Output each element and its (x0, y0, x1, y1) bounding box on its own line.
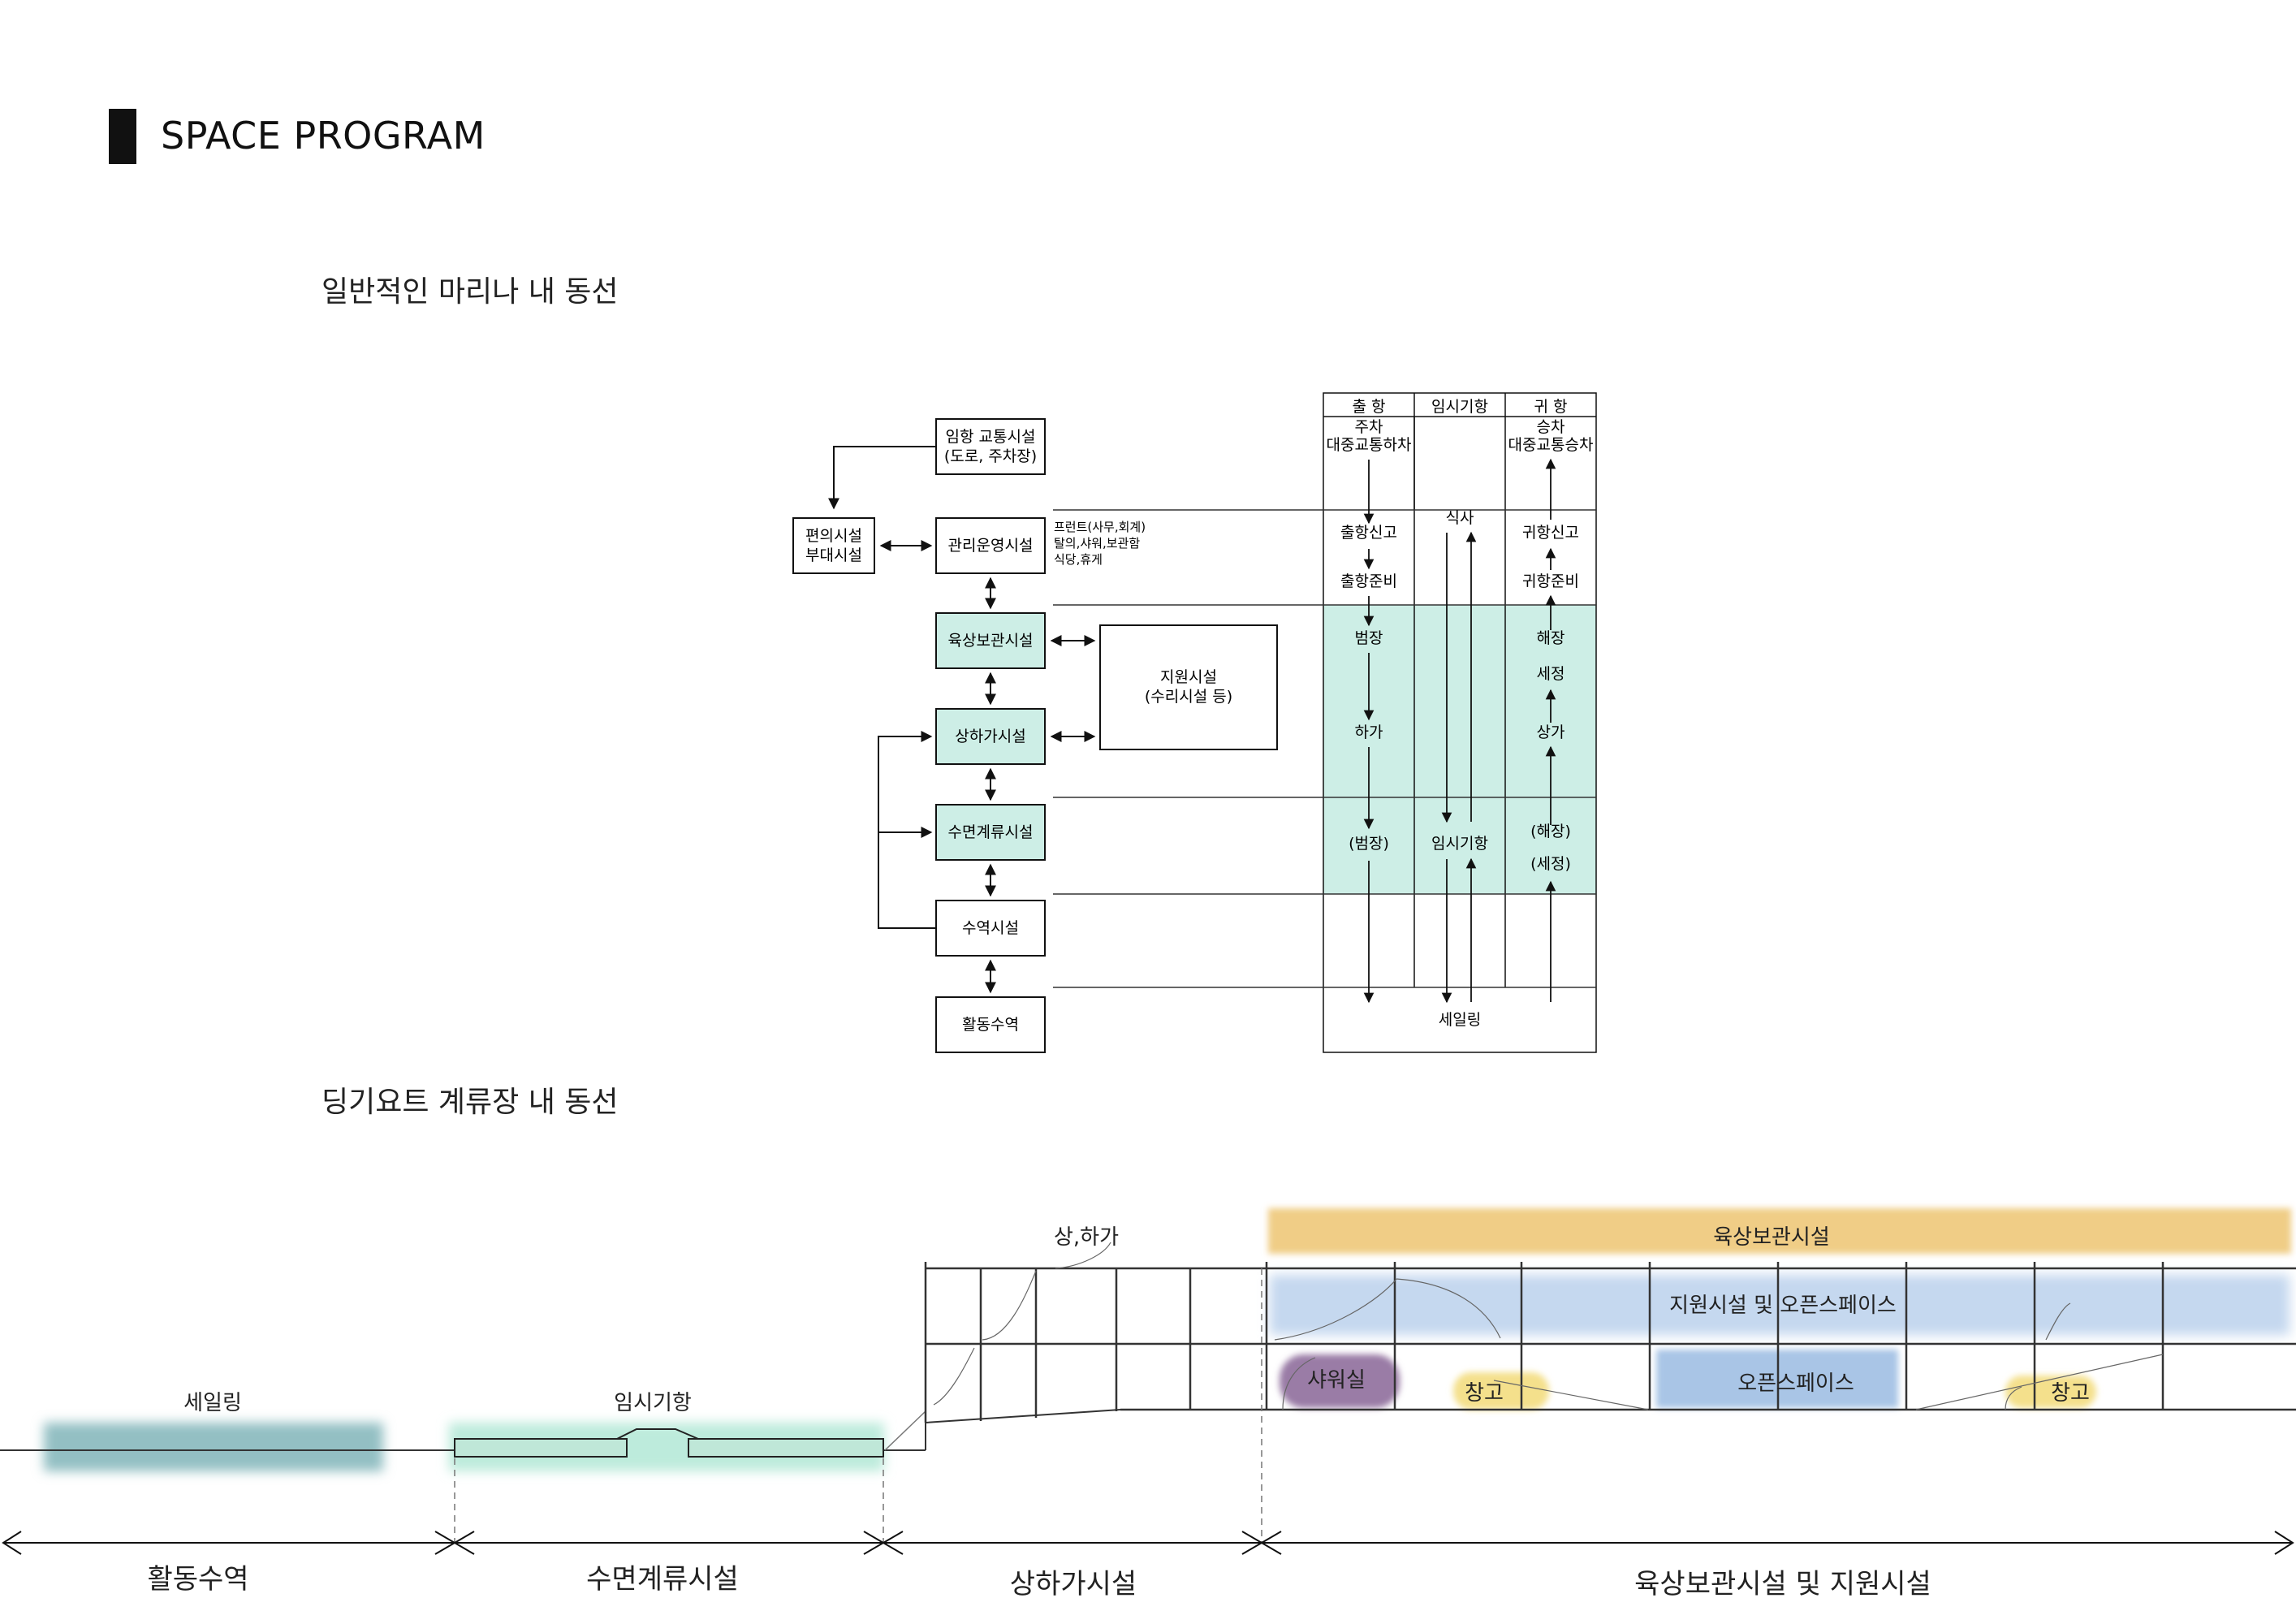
box-storage (935, 612, 1046, 669)
ret-unrigging-optional: (해장) (1530, 823, 1571, 840)
box-loading-label: 상하가시설 (955, 728, 1025, 745)
box-support-line1: 지원시설 (1160, 668, 1217, 686)
box-activity (935, 996, 1046, 1053)
label-open-space: 오픈스페이스 (1737, 1371, 1854, 1396)
box-mooring (935, 804, 1046, 861)
fill-storage (936, 613, 1045, 668)
box-access-line1: 임항 교통시설 (946, 428, 1036, 446)
label-support-open-space: 지원시설 및 오픈스페이스 (1669, 1294, 1897, 1318)
box-access-line2: (도로, 주차장) (944, 447, 1037, 465)
management-note-line1: 프런트(사무,회계) (1054, 520, 1146, 534)
box-mooring-label: 수면계류시설 (948, 823, 1034, 841)
box-management-label: 관리운영시설 (948, 537, 1034, 555)
label-warehouse-1: 창고 (1465, 1381, 1504, 1406)
ret-washing: 세정 (1537, 665, 1565, 683)
sailing-band (44, 1423, 383, 1471)
label-storage: 육상보관시설 (1713, 1225, 1830, 1250)
matrix-col-return: 귀 항 (1534, 398, 1568, 416)
label-temp-berth: 임시기항 (614, 1391, 692, 1415)
box-convenience-line1: 편의시설 (805, 527, 862, 545)
section-title-general-flow: 일반적인 마리나 내 동선 (322, 275, 619, 309)
warehouse-fill-1 (1453, 1372, 1549, 1410)
box-waters-label: 수역시설 (962, 919, 1019, 937)
fill-mooring (936, 805, 1045, 860)
pontoon-2 (688, 1438, 884, 1458)
support-band (1270, 1275, 2290, 1335)
shower-room-fill (1280, 1354, 1400, 1408)
dep-rigging: 범장 (1355, 629, 1383, 647)
zone-mooring: 수면계류시설 (586, 1563, 739, 1596)
dep-launch: 하가 (1355, 723, 1383, 741)
box-storage-label: 육상보관시설 (948, 632, 1034, 650)
dep-parking: 주차 (1355, 418, 1383, 436)
box-access (935, 418, 1046, 475)
label-sailing: 세일링 (183, 1391, 242, 1415)
dep-prepare: 출항준비 (1340, 572, 1397, 590)
box-activity-label: 활동수역 (962, 1016, 1019, 1034)
pontoon-1 (454, 1438, 628, 1458)
ret-haulout: 상가 (1537, 723, 1565, 741)
ret-boarding: 승차 (1537, 418, 1565, 436)
ret-transit-boarding: 대중교통승차 (1508, 436, 1594, 454)
box-waters (935, 900, 1046, 957)
temp-sailing: 세일링 (1439, 1011, 1481, 1029)
box-convenience-line2: 부대시설 (805, 546, 862, 564)
label-shower-room: 샤워실 (1307, 1368, 1366, 1393)
section-title-dinghy-flow: 딩기요트 계류장 내 동선 (322, 1086, 619, 1119)
dep-transit-dropoff: 대중교통하차 (1327, 436, 1412, 454)
dep-rigging-optional: (범장) (1349, 835, 1389, 853)
box-convenience (792, 517, 875, 574)
temp-berth: 임시기항 (1431, 835, 1488, 853)
box-loading (935, 708, 1046, 765)
temp-meal: 식사 (1446, 509, 1474, 527)
box-support-line2: (수리시설 등) (1145, 688, 1232, 706)
warehouse-fill-2 (2005, 1376, 2096, 1408)
management-note-line2: 탈의,샤워,보관함 (1054, 536, 1140, 551)
storage-band (1268, 1208, 2291, 1254)
zone-storage-support: 육상보관시설 및 지원시설 (1634, 1568, 1931, 1600)
box-management (935, 517, 1046, 574)
fill-loading (936, 709, 1045, 764)
ret-report: 귀항신고 (1522, 524, 1579, 542)
ret-prepare: 귀항준비 (1522, 572, 1579, 590)
box-support (1099, 624, 1278, 750)
matrix-col-departure: 출 항 (1353, 398, 1386, 416)
page-title: SPACE PROGRAM (161, 114, 486, 158)
title-bar-mark (109, 109, 136, 164)
zone-activity-waters: 활동수역 (147, 1563, 248, 1596)
flow-matrix: 출 항 임시기항 귀 항 주차 대중교통하차 출항신고 출항준비 범장 하가 (… (1053, 392, 1597, 1053)
flow-chart: 임항 교통시설 (도로, 주차장) 편의시설 부대시설 관리운영시설 육상보관시… (792, 418, 1278, 1053)
zone-loading: 상하가시설 (1010, 1568, 1137, 1600)
dep-report: 출항신고 (1340, 524, 1397, 542)
label-launch: 상,하가 (1054, 1225, 1119, 1250)
matrix-col-temporary: 임시기항 (1431, 398, 1488, 416)
ret-unrigging: 해장 (1537, 629, 1565, 647)
label-warehouse-2: 창고 (2051, 1381, 2090, 1406)
dinghy-section: 세일링 임시기항 상,하가 육상보관시설 지원시설 및 오픈스페이스 샤워실 창… (0, 1208, 2296, 1600)
ret-washing-optional: (세정) (1530, 855, 1571, 873)
management-note-line3: 식당,휴게 (1054, 552, 1103, 567)
